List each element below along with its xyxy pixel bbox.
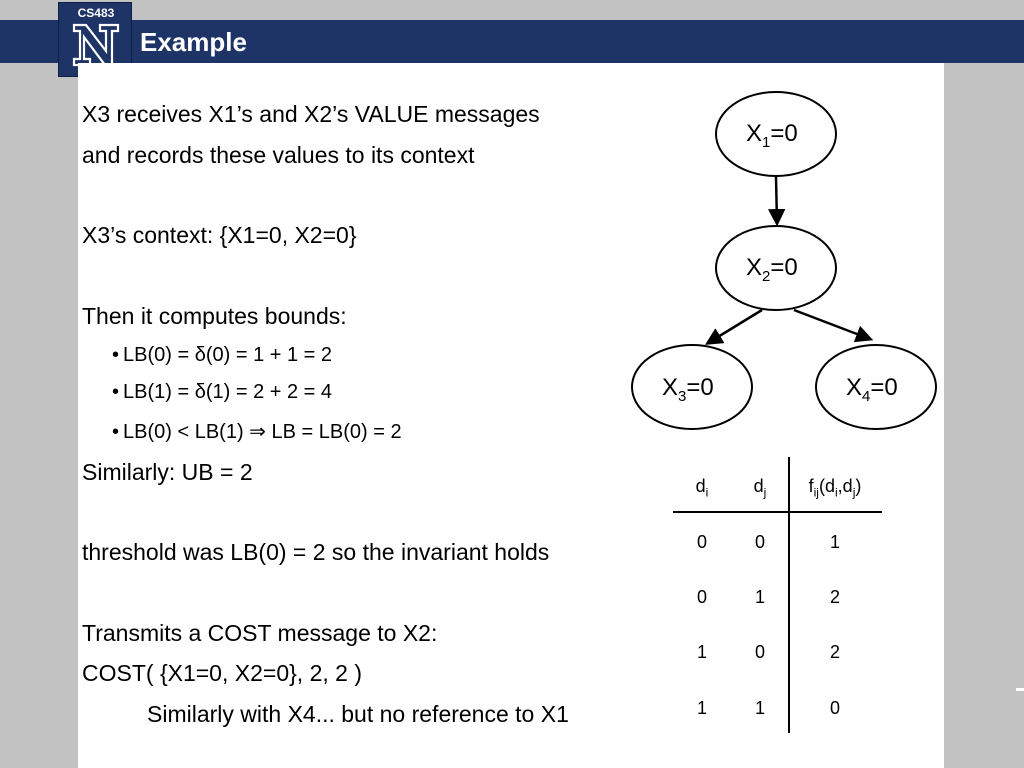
table-cell: 0: [696, 587, 707, 607]
text-line-7: Transmits a COST message to X2:: [82, 620, 438, 646]
table-column-rule: [788, 457, 790, 733]
graph-edge-x2-x3: [705, 308, 763, 345]
bullet-item: •LB(0) = δ(0) = 1 + 1 = 2: [112, 344, 333, 366]
edge-mark: [1016, 688, 1024, 691]
text-line-8: COST( {X1=0, X2=0}, 2, 2 ): [82, 660, 362, 686]
bullet-item: •LB(0) < LB(1) ⇒ LB = LB(0) = 2: [112, 421, 402, 443]
top-strip: [0, 0, 1024, 20]
table-cell: 0: [754, 532, 765, 552]
text-line-1: X3 receives X1’s and X2’s VALUE messages: [82, 101, 540, 127]
text-line-5: Similarly: UB = 2: [82, 459, 253, 485]
constraint-graph: [631, 91, 937, 430]
bullet-item: •LB(1) = δ(1) = 2 + 2 = 4: [112, 381, 333, 403]
table-cell: 1: [696, 698, 707, 718]
table-cell: 1: [754, 587, 765, 607]
course-code: CS483: [77, 6, 115, 20]
table-cell: 2: [829, 642, 840, 662]
text-line-2: and records these values to its context: [82, 142, 475, 168]
graph-node-x1: [715, 91, 837, 177]
table-cell: 0: [754, 642, 765, 662]
table-cell: 2: [829, 587, 840, 607]
text-line-4: Then it computes bounds:: [82, 303, 347, 329]
text-line-9: Similarly with X4... but no reference to…: [147, 701, 569, 727]
university-logo: CS483: [58, 2, 132, 77]
graph-edge-x1-x2: [767, 176, 786, 227]
graph-node-x4: [815, 344, 937, 430]
node-label-x3: X3=0: [662, 374, 714, 405]
table-header-rule: [673, 511, 882, 513]
table-cell: 1: [829, 532, 840, 552]
table-cell: 0: [696, 532, 707, 552]
table-cell: 1: [696, 642, 707, 662]
graph-edge-x2-x4: [793, 308, 874, 343]
bullet-icon: •: [112, 381, 120, 403]
slide-title: Example: [140, 27, 247, 57]
node-label-x1: X1=0: [746, 120, 798, 151]
bullet-icon: •: [112, 344, 120, 366]
node-label-x4: X4=0: [846, 374, 898, 405]
slide-content: [78, 63, 944, 768]
node-label-x2: X2=0: [746, 254, 798, 285]
table-header-dj: dj: [753, 476, 767, 500]
table-cell: 1: [754, 698, 765, 718]
right-margin: [944, 63, 1024, 768]
table-header-fij: fij(di,dj): [808, 476, 862, 500]
graph-node-x3: [631, 344, 753, 430]
n-logo-icon: [72, 23, 120, 67]
table-header-di: di: [695, 476, 709, 500]
bullet-icon: •: [112, 421, 120, 443]
header-bar: [0, 20, 1024, 63]
table-cell: 0: [829, 698, 840, 718]
text-line-6: threshold was LB(0) = 2 so the invariant…: [82, 539, 550, 565]
text-line-3: X3’s context: {X1=0, X2=0}: [82, 222, 357, 248]
